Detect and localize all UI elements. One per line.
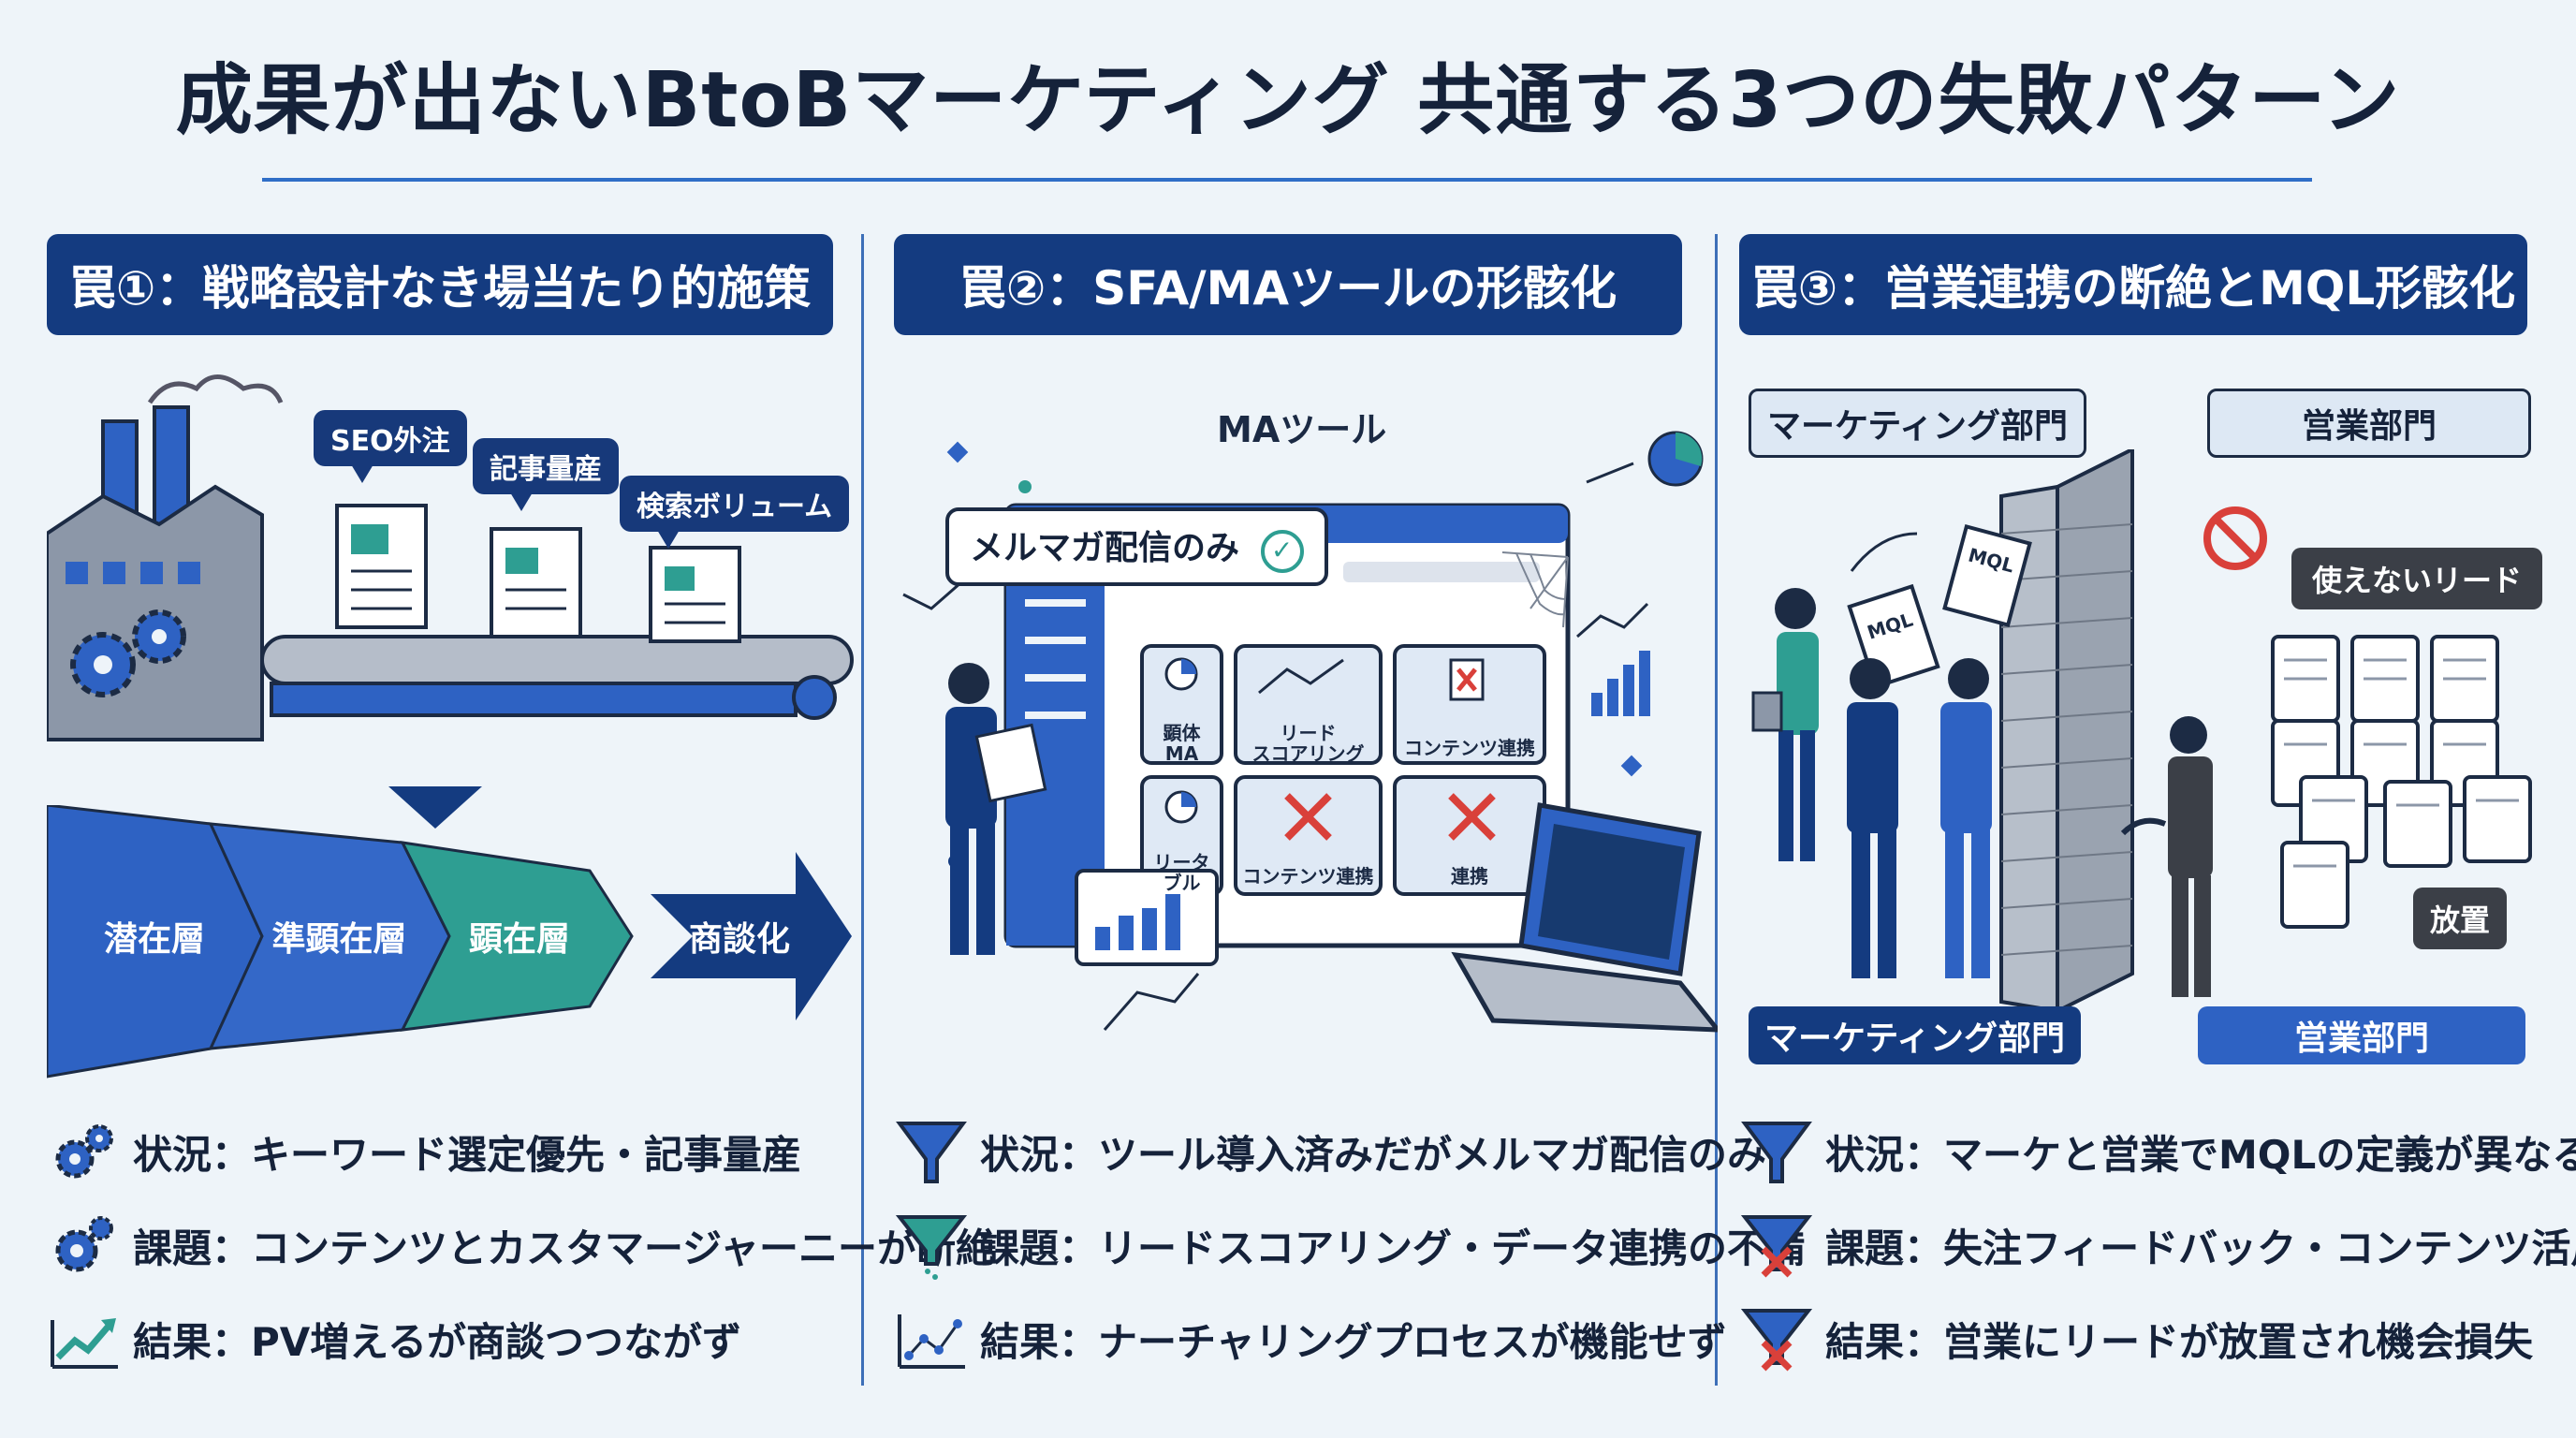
- trap-1-situation-text: 状況：キーワード選定優先・記事量産: [133, 1131, 802, 1178]
- newsletter-only-bubble: メルマガ配信のみ ✓: [945, 507, 1328, 586]
- trap-2-issue: 課題：リードスコアリング・データ連携の不備: [894, 1208, 1806, 1283]
- funnel-icon: [896, 1122, 967, 1183]
- trap-1-issue-text: 課題：コンテンツとカスタマージャーニーが断絶: [133, 1225, 996, 1271]
- trap-2-situation: 状況：ツール導入済みだがメルマガ配信のみ: [894, 1114, 1766, 1189]
- dept-sales-top: 営業部門: [2207, 389, 2531, 458]
- stage-semi-apparent: 準顕在層: [271, 920, 407, 959]
- trap-3-issue-text: 課題：失注フィードバック・コンテンツ活用不足: [1825, 1225, 2576, 1271]
- trap-1-issue: 課題：コンテンツとカスタマージャーニーが断絶: [47, 1208, 995, 1283]
- trap-1-situation: 状況：キーワード選定優先・記事量産: [47, 1114, 801, 1189]
- stage-latent: 潜在層: [103, 920, 205, 959]
- leaking-funnel-icon: [895, 1215, 968, 1280]
- trap-1-result-text: 結果：PV増えるが商談つつながず: [133, 1318, 742, 1365]
- dept-marketing-top: マーケティング部門: [1749, 389, 2086, 458]
- stage-deal: 商談化: [688, 920, 790, 959]
- callout-seo-outsourcing: SEO外注: [314, 410, 467, 483]
- column-trap-1: 罠①：戦略設計なき場当たり的施策: [47, 234, 995, 1423]
- stage-apparent: 顕在層: [468, 920, 570, 959]
- column-divider-1: [861, 234, 864, 1386]
- funnel-x-icon: [1740, 1215, 1813, 1278]
- tile-label-5: コンテンツ連携: [1242, 865, 1374, 888]
- unusable-leads-tag: 使えないリード: [2291, 548, 2543, 609]
- factory-illustration: [47, 374, 854, 741]
- abandoned-tag: 放置: [2413, 888, 2508, 949]
- tile-label-1: 顕体 MA: [1163, 722, 1201, 765]
- gear-icon: [55, 1216, 113, 1272]
- newsletter-only-text: メルマガ配信のみ: [970, 529, 1240, 567]
- trap-2-result: 結果：ナーチャリングプロセスが機能せず: [894, 1301, 1727, 1376]
- trap-3-situation-text: 状況：マーケと営業でMQLの定義が異なる: [1825, 1131, 2576, 1178]
- callout-mass-articles: 記事量産: [473, 438, 619, 511]
- trap-2-result-text: 結果：ナーチャリングプロセスが機能せず: [980, 1318, 1727, 1365]
- dept-marketing-bottom: マーケティング部門: [1749, 1006, 2081, 1064]
- trap-3-header: 罠③：営業連携の断絶とMQL形骸化: [1739, 234, 2527, 335]
- tile-label-2: リード スコアリング: [1251, 722, 1365, 765]
- page-title: 成果が出ないBtoBマーケティング 共通する3つの失敗パターン: [175, 56, 2401, 145]
- callout-search-volume: 検索ボリューム: [620, 476, 850, 549]
- tile-label-6: 連携: [1451, 865, 1488, 888]
- ma-tool-illustration: [902, 431, 1718, 1033]
- title-underline: [262, 178, 2312, 182]
- dept-sales-bottom: 営業部門: [2198, 1006, 2525, 1064]
- trap-1-header: 罠①：戦略設計なき場当たり的施策: [47, 234, 833, 335]
- funnel-x-icon: [1740, 1309, 1813, 1372]
- trap-2-issue-text: 課題：リードスコアリング・データ連携の不備: [980, 1225, 1807, 1271]
- trap-3-result-text: 結果：営業にリードが放置され機会損失: [1825, 1318, 2534, 1365]
- trap-2-header: 罠②：SFA/MAツールの形骸化: [894, 234, 1682, 335]
- trap-3-result: 結果：営業にリードが放置され機会損失: [1739, 1301, 2533, 1376]
- ma-tool-title: MAツール: [1217, 409, 1387, 450]
- gears-icon: [55, 1124, 113, 1179]
- down-arrow-icon: [388, 786, 482, 829]
- funnel-icon: [1741, 1122, 1812, 1183]
- trap-2-situation-text: 状況：ツール導入済みだがメルマガ配信のみ: [980, 1131, 1767, 1178]
- column-divider-2: [1715, 234, 1718, 1386]
- tile-label-3: コンテンツ連携: [1404, 737, 1535, 759]
- tile-label-4: リータ ブル: [1153, 851, 1210, 894]
- check-icon: ✓: [1260, 530, 1304, 573]
- trap-3-situation: 状況：マーケと営業でMQLの定義が異なる: [1739, 1114, 2576, 1189]
- trend-up-icon: [51, 1318, 118, 1369]
- line-chart-icon: [898, 1314, 965, 1369]
- column-trap-2: 罠②：SFA/MAツールの形骸化: [894, 234, 1806, 1423]
- trap-3-issue: 課題：失注フィードバック・コンテンツ活用不足: [1739, 1208, 2576, 1283]
- funnel-stages: [47, 805, 852, 1078]
- column-trap-3: 罠③：営業連携の断絶とMQL形骸化 マーケティング部門 営業部門 MQL MQL: [1739, 234, 2576, 1423]
- trap-1-result: 結果：PV増えるが商談つつながず: [47, 1301, 741, 1376]
